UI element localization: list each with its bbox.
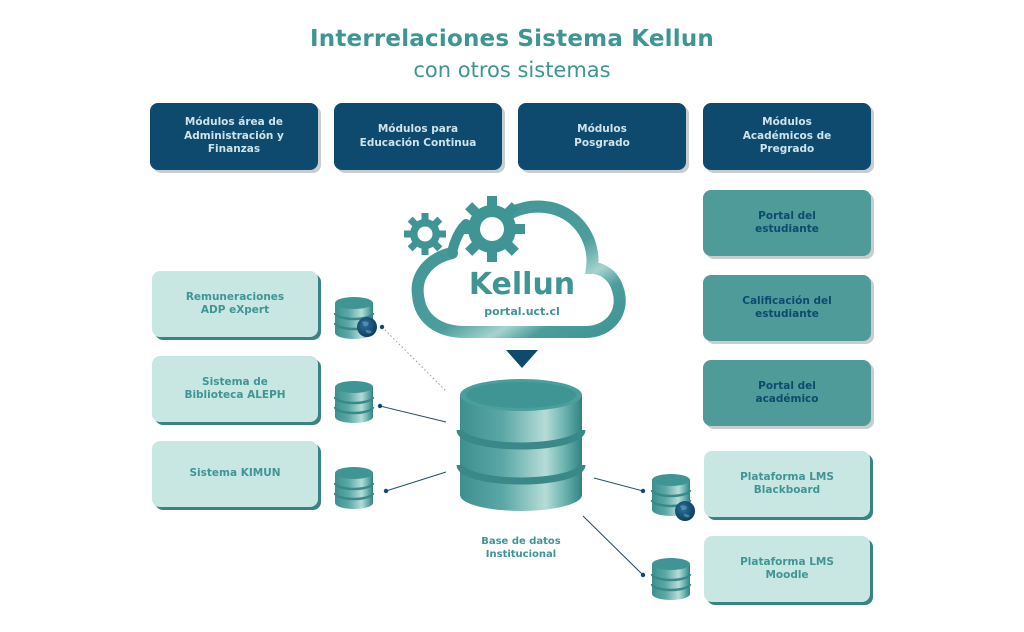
- module-posgrado: Módulos Posgrado: [518, 103, 686, 170]
- central-database-icon: [456, 379, 586, 511]
- connection-dot: [640, 572, 646, 578]
- database-icon-aleph: [333, 381, 375, 423]
- diagram-title: Interrelaciones Sistema Kellun: [310, 26, 714, 52]
- connection-dot: [379, 324, 385, 330]
- system-kimun: Sistema KIMUN: [152, 441, 318, 507]
- connection-adp-dotted: [381, 326, 448, 393]
- arrow-down-icon: [506, 350, 538, 368]
- connection-moodle: [582, 515, 644, 576]
- kellun-cloud-icon: [404, 196, 626, 338]
- connection-kimun: [385, 471, 447, 492]
- kellun-url: portal.uct.cl: [484, 305, 560, 318]
- module-calificacion-estudiante: Calificación del estudiante: [703, 275, 871, 341]
- module-portal-estudiante: Portal del estudiante: [703, 190, 871, 256]
- gear-large-icon: [459, 196, 525, 262]
- connection-dot: [640, 488, 646, 494]
- system-remuneraciones-adp: Remuneraciones ADP eXpert: [152, 271, 318, 337]
- connection-aleph: [379, 405, 447, 423]
- connection-dot: [377, 403, 383, 409]
- module-academicos-pregrado: Módulos Académicos de Pregrado: [703, 103, 871, 170]
- diagram-subtitle: con otros sistemas: [413, 58, 611, 82]
- database-icon-moodle: [650, 558, 692, 600]
- database-globe-icon-adp: [333, 297, 377, 339]
- kellun-name: Kellun: [468, 267, 576, 302]
- module-admin-finanzas: Módulos área de Administración y Finanza…: [150, 103, 318, 170]
- gear-small-icon: [404, 213, 446, 255]
- module-portal-academico: Portal del académico: [703, 360, 871, 426]
- connection-blackboard: [593, 477, 644, 492]
- system-lms-moodle: Plataforma LMS Moodle: [704, 536, 870, 602]
- system-biblioteca-aleph: Sistema de Biblioteca ALEPH: [152, 356, 318, 422]
- connection-dot: [383, 488, 389, 494]
- central-database-label: Base de datos Institucional: [481, 536, 561, 560]
- system-lms-blackboard: Plataforma LMS Blackboard: [704, 451, 870, 517]
- connection-lines: [377, 324, 646, 578]
- database-globe-icon-blackboard: [650, 474, 695, 521]
- module-educacion-continua: Módulos para Educación Continua: [334, 103, 502, 170]
- database-icon-kimun: [333, 467, 375, 509]
